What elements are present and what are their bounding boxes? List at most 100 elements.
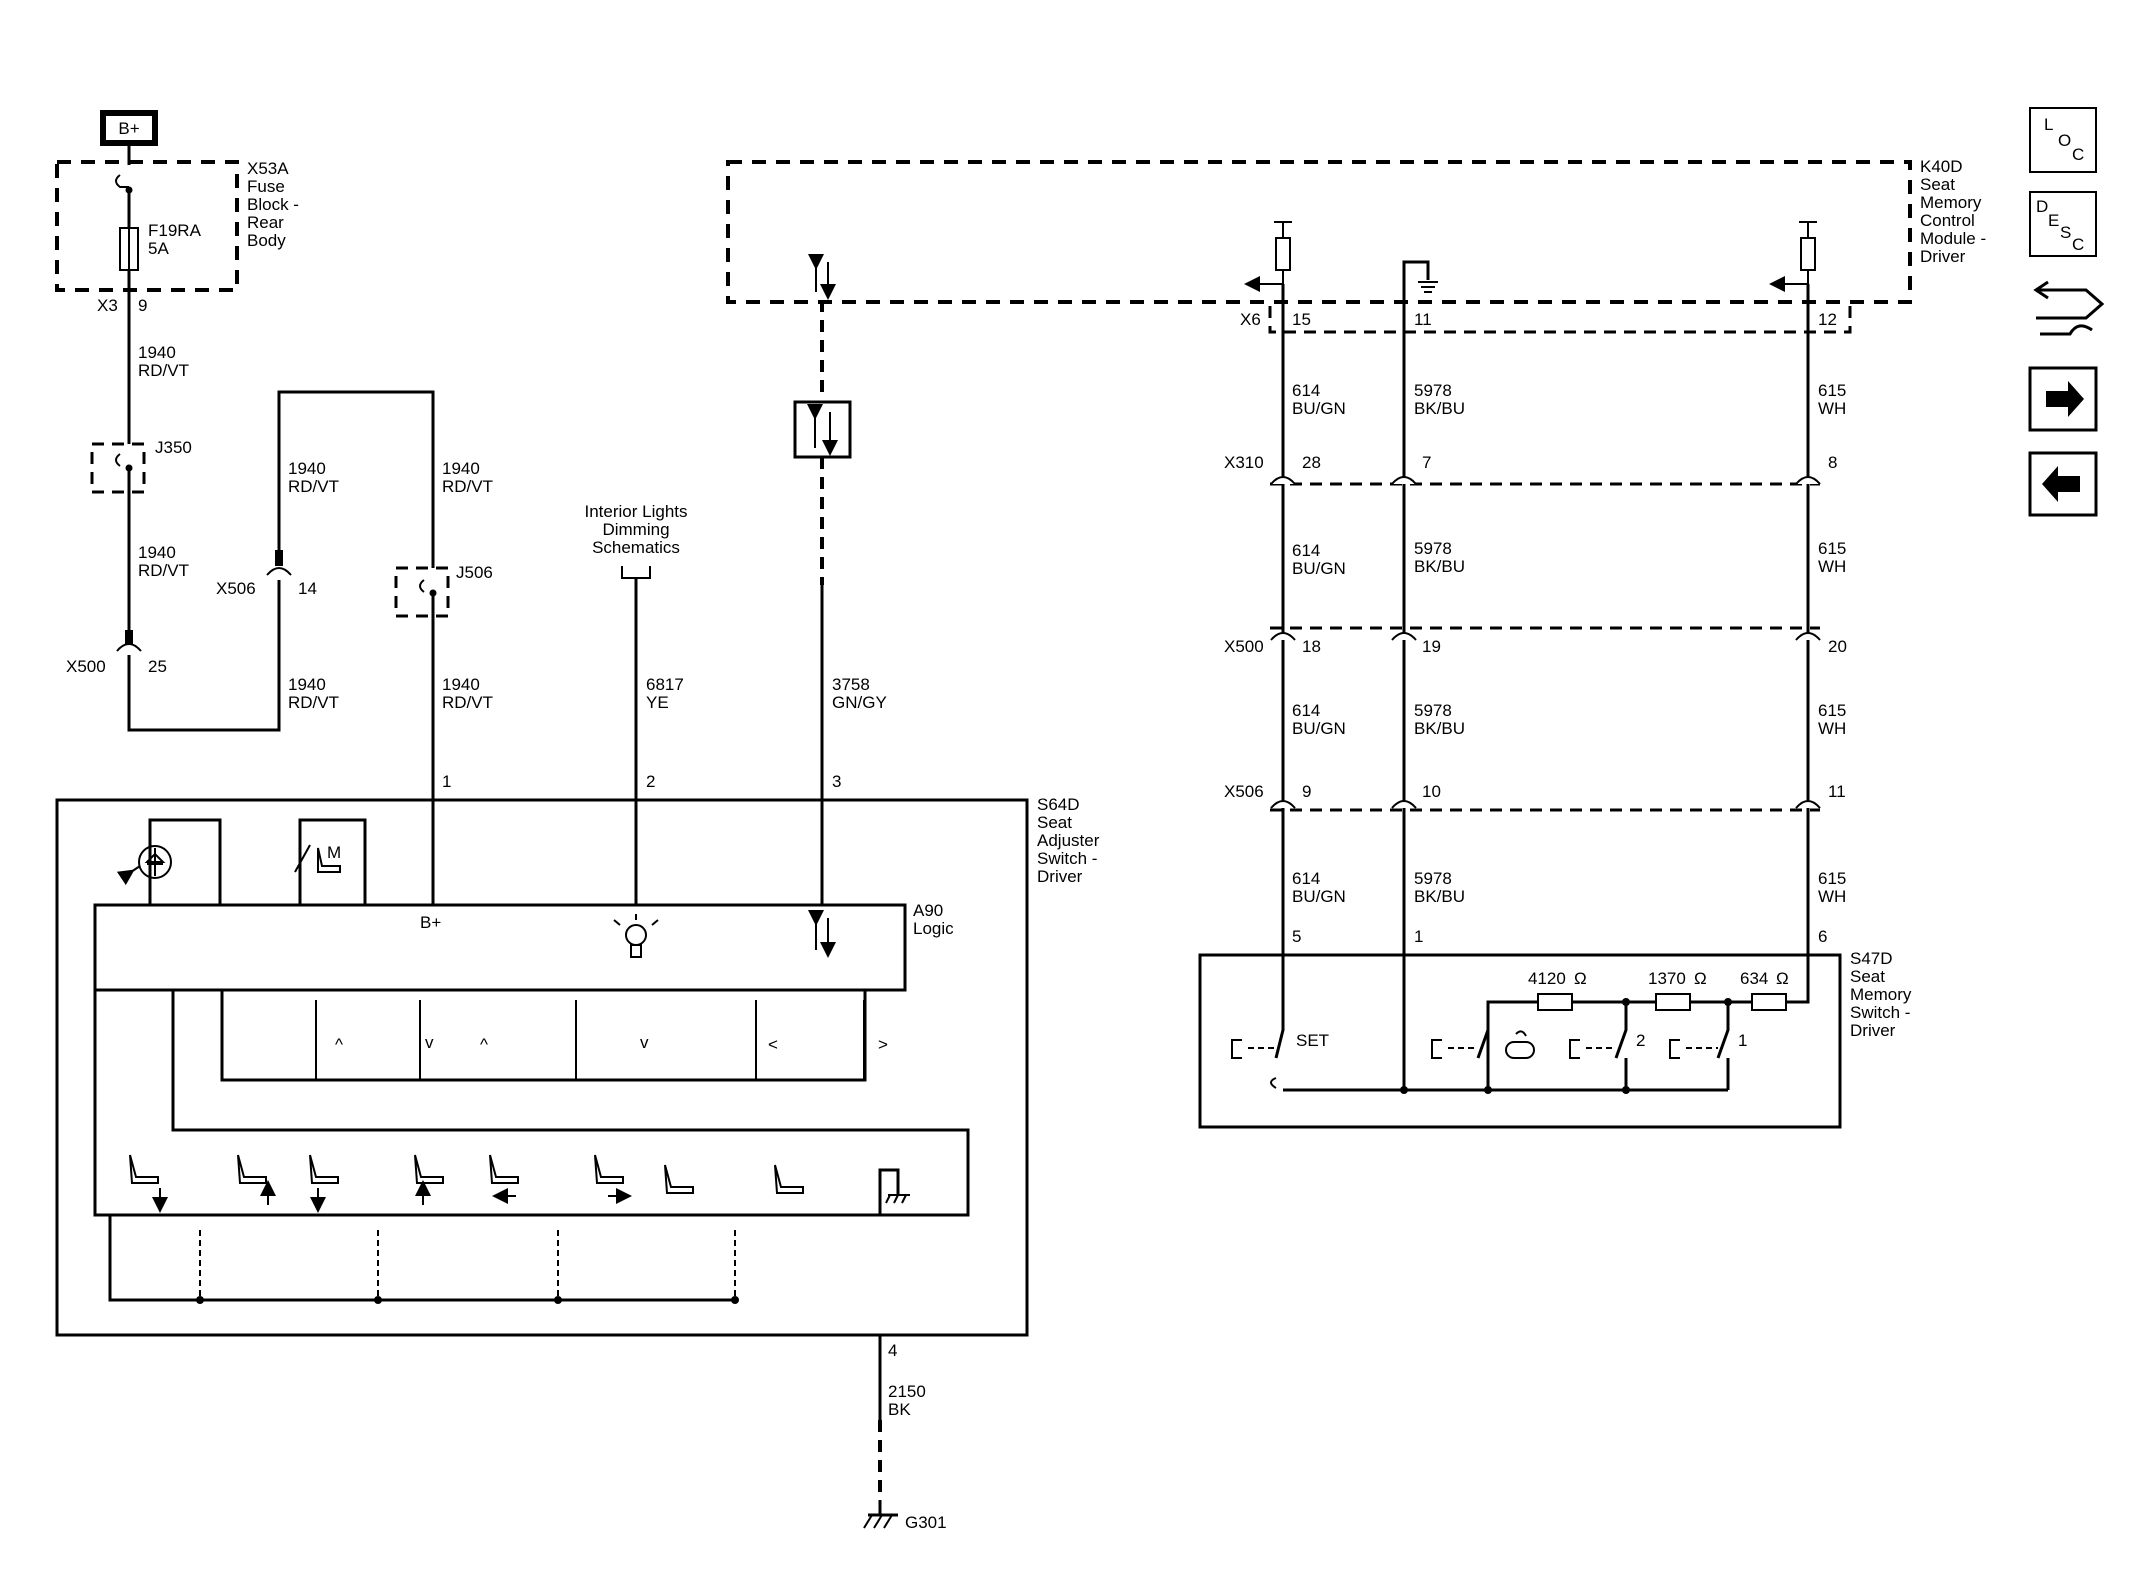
fuse-name: F19RA bbox=[148, 221, 202, 240]
resistor-4120-label: 4120 bbox=[1528, 969, 1566, 988]
memory-switch-desc-4: Driver bbox=[1850, 1021, 1896, 1040]
wire-5978-color-1: BK/BU bbox=[1414, 399, 1465, 418]
wire-color-bk: BK bbox=[888, 1400, 911, 1419]
wire-614-label-3: 614 bbox=[1292, 701, 1320, 720]
loc-l: L bbox=[2044, 115, 2053, 134]
memory-switch-desc-3: Switch - bbox=[1850, 1003, 1910, 1022]
wire-615-label-1: 615 bbox=[1818, 381, 1846, 400]
connector-x500-left: X500 25 bbox=[66, 630, 167, 676]
led-icon bbox=[116, 845, 172, 886]
pin-1-right: 1 bbox=[1414, 927, 1423, 946]
connector-x3: X3 bbox=[97, 296, 118, 315]
pin-12: 12 bbox=[1818, 310, 1837, 329]
logic-desc: Logic bbox=[913, 919, 954, 938]
pullup-resistor-right-icon bbox=[1769, 221, 1817, 292]
connector-x506-left: X506 14 bbox=[216, 550, 317, 598]
next-page-button[interactable] bbox=[2028, 366, 2098, 432]
memory-switch-desc-1: Seat bbox=[1850, 967, 1885, 986]
logic-name: A90 bbox=[913, 901, 943, 920]
wire-614-label-1: 614 bbox=[1292, 381, 1320, 400]
wire-614-color-1: BU/GN bbox=[1292, 399, 1346, 418]
bplus-label: B+ bbox=[420, 913, 441, 932]
exit-switch bbox=[1431, 1002, 1535, 1090]
seat-recline-rear-icon bbox=[774, 1164, 804, 1194]
pin-10: 10 bbox=[1422, 782, 1441, 801]
module-name: K40D bbox=[1920, 157, 1963, 176]
ground-g301-icon bbox=[863, 1500, 898, 1529]
seat-adjuster-s64d: S64D Seat Adjuster Switch - Driver M A90… bbox=[55, 795, 1100, 1337]
pin-28: 28 bbox=[1302, 453, 1321, 472]
interior-lights-line-1: Interior Lights bbox=[585, 502, 688, 521]
seat-down-icon bbox=[129, 1154, 159, 1184]
chassis-ground-icon bbox=[885, 1194, 910, 1204]
wire-615-label-2: 615 bbox=[1818, 539, 1846, 558]
serial-data-logic-icon bbox=[808, 910, 836, 958]
set-label: SET bbox=[1296, 1031, 1329, 1050]
wire-5978-color-4: BK/BU bbox=[1414, 887, 1465, 906]
pin-25: 25 bbox=[148, 657, 167, 676]
location-button[interactable]: L O C bbox=[2029, 107, 2097, 173]
previous-page-button[interactable] bbox=[2028, 451, 2098, 517]
pin-1-label: 1 bbox=[442, 772, 451, 791]
splice-j350-label: J350 bbox=[155, 438, 192, 457]
memory-switch-s47d: S47D Seat Memory Switch - Driver SET 412… bbox=[1198, 949, 1912, 1129]
fuse-block-desc-2: Block - bbox=[247, 195, 299, 214]
down-chevron-icon: v bbox=[425, 1033, 434, 1052]
wire-color-gngy: GN/GY bbox=[832, 693, 887, 712]
pin-11: 11 bbox=[1414, 310, 1432, 329]
memory-switch-desc-2: Memory bbox=[1850, 985, 1912, 1004]
seat-recline-forward-icon bbox=[664, 1164, 694, 1194]
pin-3-label: 3 bbox=[832, 772, 841, 791]
connector-x506-label: X506 bbox=[216, 579, 256, 598]
wire-5978-label-2: 5978 bbox=[1414, 539, 1452, 558]
splice-j506: J506 bbox=[394, 563, 493, 618]
memory-2-switch: 2 bbox=[1569, 1002, 1645, 1090]
module-desc-4: Module - bbox=[1920, 229, 1986, 248]
connector-x6: X6 15 11 12 bbox=[1240, 306, 1852, 334]
fuse-rating: 5A bbox=[148, 239, 169, 258]
diagnostic-tools-icon[interactable] bbox=[2033, 280, 2105, 336]
splice-j506-label: J506 bbox=[456, 563, 493, 582]
connector-x6-label: X6 bbox=[1240, 310, 1261, 329]
wire-color-rdvt-c: RD/VT bbox=[288, 477, 339, 496]
interior-lights-line-3: Schematics bbox=[592, 538, 680, 557]
connector-x310-label: X310 bbox=[1224, 453, 1264, 472]
battery-plus-symbol: B+ bbox=[100, 110, 158, 146]
loc-o: O bbox=[2058, 131, 2071, 150]
lamp-icon bbox=[613, 914, 659, 958]
description-button[interactable]: D E S C bbox=[2029, 191, 2097, 257]
memory-2-label: 2 bbox=[1636, 1031, 1645, 1050]
wire-label-6817: 6817 bbox=[646, 675, 684, 694]
wire-615-color-4: WH bbox=[1818, 887, 1846, 906]
adjuster-desc-2: Adjuster bbox=[1037, 831, 1100, 850]
connector-x500-right: X500 18 19 20 bbox=[1224, 626, 1847, 656]
left-chevron-icon: < bbox=[768, 1035, 778, 1054]
wire-615-label-4: 615 bbox=[1818, 869, 1846, 888]
set-switch: SET bbox=[1231, 960, 1329, 1089]
wire-color-rdvt-b: RD/VT bbox=[138, 561, 189, 580]
connector-x506-right: X506 9 10 11 bbox=[1224, 782, 1846, 812]
memory-m-mark: M bbox=[327, 843, 341, 862]
wire-label-1940-d: 1940 bbox=[288, 675, 326, 694]
wire-614-label-4: 614 bbox=[1292, 869, 1320, 888]
module-desc-2: Memory bbox=[1920, 193, 1982, 212]
pin-8: 8 bbox=[1828, 453, 1837, 472]
memory-1-switch: 1 bbox=[1669, 1002, 1747, 1090]
connector-x500-label: X500 bbox=[66, 657, 106, 676]
pin-14: 14 bbox=[298, 579, 317, 598]
adjuster-desc-1: Seat bbox=[1037, 813, 1072, 832]
interior-lights-line-2: Dimming bbox=[602, 520, 669, 539]
connector-symbol-icon bbox=[115, 174, 129, 188]
serial-data-box-icon[interactable] bbox=[793, 400, 852, 459]
module-k40d: K40D Seat Memory Control Module - Driver bbox=[726, 157, 1986, 322]
wire-614-color-4: BU/GN bbox=[1292, 887, 1346, 906]
pin-20: 20 bbox=[1828, 637, 1847, 656]
seat-memory-icon: M bbox=[294, 843, 341, 873]
wire-color-rdvt-e: RD/VT bbox=[442, 477, 493, 496]
seat-tilt-down-icon bbox=[309, 1154, 339, 1184]
fuse-block-desc-3: Rear bbox=[247, 213, 284, 232]
wire-label-3758: 3758 bbox=[832, 675, 870, 694]
seat-direction-icons bbox=[129, 1154, 804, 1213]
connector-x500-right-label: X500 bbox=[1224, 637, 1264, 656]
